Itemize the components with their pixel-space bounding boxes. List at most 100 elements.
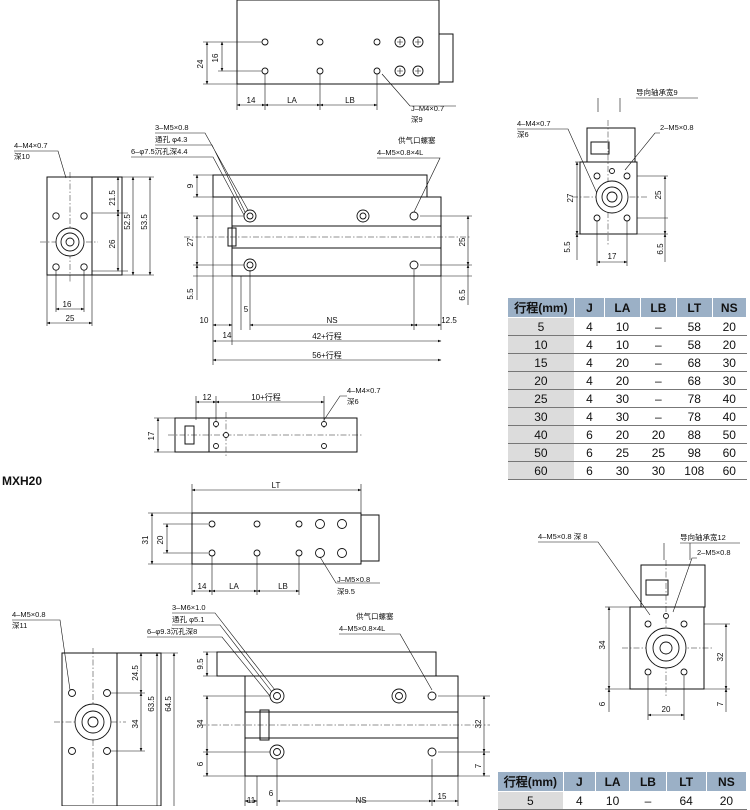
note-depth-6b: 深6: [347, 397, 359, 406]
note-bearing-9: 导向轴承宽9: [636, 87, 678, 97]
dim-27b: 27: [566, 193, 575, 202]
table-cell: 30: [604, 407, 641, 426]
dim-16: 16: [211, 53, 220, 62]
table-cell: 58: [676, 317, 713, 336]
table-cell: 4: [563, 791, 596, 810]
dim-6b: 6: [269, 789, 274, 798]
dim-32b: 32: [716, 652, 725, 661]
col-ns: NS: [705, 771, 748, 792]
col-lt: LT: [676, 297, 713, 318]
dim-20: 20: [156, 535, 165, 544]
col-stroke: 行程(mm): [497, 771, 564, 792]
dim-ns-2: NS: [355, 796, 366, 805]
note-air-plug: 供气口螺塞: [398, 135, 436, 145]
table-cell: 20: [640, 425, 677, 444]
dim-6-5b: 6.5: [656, 243, 665, 255]
note-4-m5-depth8: 4–M5×0.8 深 8: [538, 532, 587, 541]
col-stroke: 行程(mm): [507, 297, 575, 318]
dim-6c: 6: [598, 701, 607, 706]
table-cell: –: [640, 353, 677, 372]
dim-25: 25: [66, 314, 75, 323]
top-view-mxh16: 24 16 14 LA LB J–M4×0.7 深9: [196, 0, 456, 124]
dim-52-5: 52.5: [123, 214, 132, 230]
table-cell: 30: [604, 461, 641, 480]
table-cell: 25: [507, 389, 575, 408]
col-lt: LT: [665, 771, 707, 792]
dim-14c: 14: [198, 582, 207, 591]
table-cell: 10: [595, 791, 630, 810]
table-cell: 108: [676, 461, 713, 480]
dim-la: LA: [287, 96, 297, 105]
table-cell: 20: [706, 791, 747, 810]
table-cell: 58: [676, 335, 713, 354]
dim-17b: 17: [147, 431, 156, 440]
table-cell: 88: [676, 425, 713, 444]
dim-la-2: LA: [229, 582, 239, 591]
table-cell: 10: [604, 335, 641, 354]
table-cell: –: [640, 335, 677, 354]
dim-5-5: 5.5: [186, 288, 195, 300]
note-depth-10: 深10: [14, 152, 30, 161]
table-cell: 98: [676, 443, 713, 462]
col-lb: LB: [639, 297, 678, 318]
table-cell: 30: [712, 353, 747, 372]
dim-12-5: 12.5: [441, 316, 457, 325]
note-2-m5: 2–M5×0.8: [660, 123, 694, 132]
note-air-plug-2: 供气口螺塞: [356, 611, 394, 621]
dim-7b: 7: [716, 701, 725, 706]
note-4-m4: 4–M4×0.7: [14, 141, 48, 150]
top-view-mxh20: LT 31 20 14 LA LB J–M5×0.8 深9.5: [141, 481, 380, 596]
note-depth-9-5: 深9.5: [337, 587, 355, 596]
table-cell: 68: [676, 353, 713, 372]
table-cell: 30: [604, 389, 641, 408]
note-j-m5: J–M5×0.8: [337, 575, 370, 584]
dim-7: 7: [474, 763, 483, 768]
note-4-m5-4l-2: 4–M5×0.8×4L: [339, 624, 385, 633]
table-cell: 15: [507, 353, 575, 372]
model-label: MXH20: [2, 474, 43, 488]
table-cell: 20: [604, 425, 641, 444]
dim-9-5: 9.5: [196, 658, 205, 670]
dim-12: 12: [203, 393, 212, 402]
dim-34b: 34: [196, 719, 205, 728]
front-view-mxh20: 3–M6×1.0 通孔 φ5.1 6–φ9.3沉孔深8 供气口螺塞 4–M5×0…: [147, 603, 490, 806]
dim-15: 15: [438, 792, 447, 801]
table-cell: 20: [712, 317, 747, 336]
note-counterbore: 6–φ7.5沉孔深4.4: [131, 147, 188, 156]
note-depth-9: 深9: [411, 115, 423, 124]
note-4-m5: 4–M5×0.8: [12, 610, 46, 619]
note-2-m5-b: 2–M5×0.8: [697, 548, 731, 557]
table-cell: 20: [712, 335, 747, 354]
table-cell: 78: [676, 407, 713, 426]
note-4-m5-4l: 4–M5×0.8×4L: [377, 148, 423, 157]
table-cell: 40: [712, 407, 747, 426]
table-cell: 60: [507, 461, 575, 480]
table-cell: 4: [574, 353, 605, 372]
table-cell: 10: [507, 335, 575, 354]
table-cell: 60: [712, 461, 747, 480]
table-cell: –: [640, 389, 677, 408]
table-cell: 20: [604, 353, 641, 372]
dim-53-5: 53.5: [140, 214, 149, 230]
dim-10: 10: [200, 316, 209, 325]
dim-26: 26: [108, 239, 117, 248]
dim-ns: NS: [326, 316, 337, 325]
dim-21-5: 21.5: [108, 190, 117, 206]
dim-11: 11: [247, 796, 256, 805]
dim-34c: 34: [598, 640, 607, 649]
dim-5-5b: 5.5: [563, 241, 572, 253]
dim-25b: 25: [458, 237, 467, 246]
note-4-m4-b: 4–M4×0.7: [517, 119, 551, 128]
table-cell: 25: [640, 443, 677, 462]
table-cell: 4: [574, 407, 605, 426]
